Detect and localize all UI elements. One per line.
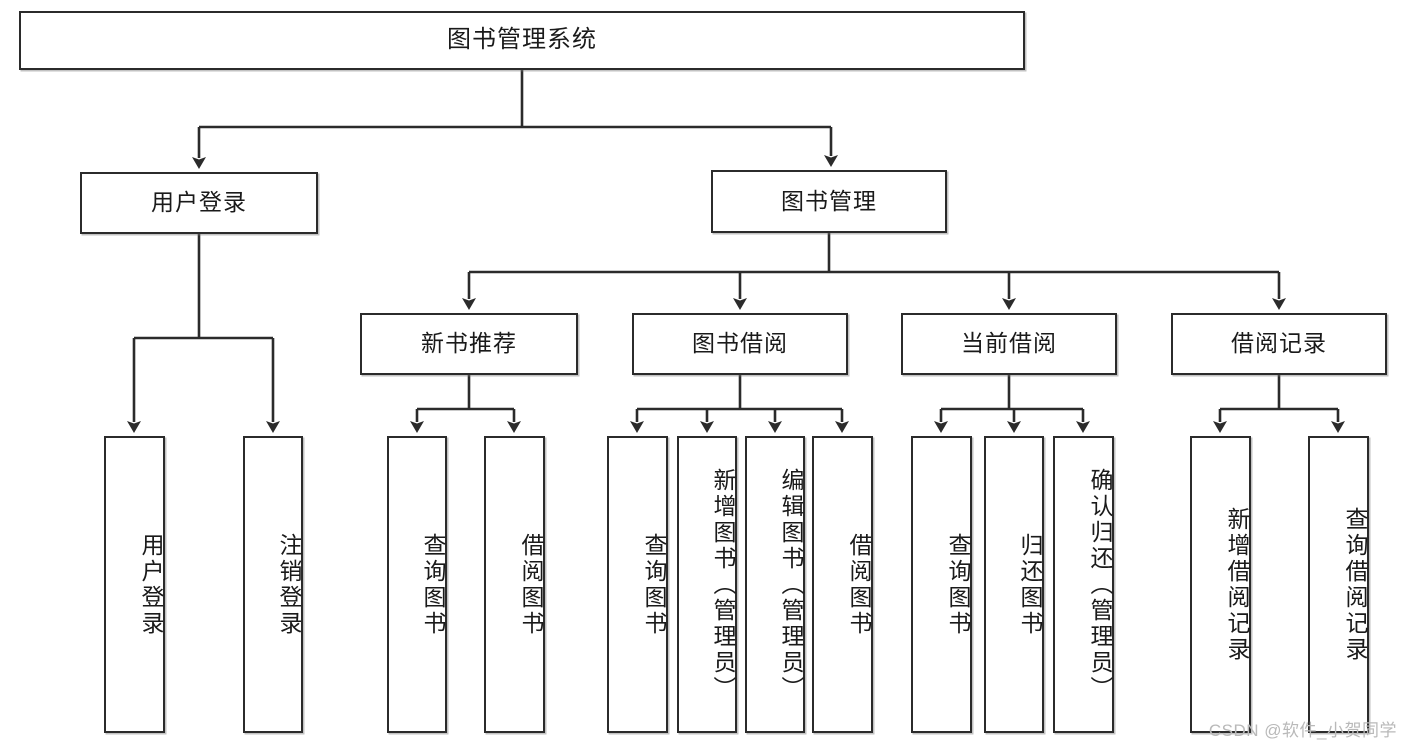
node-leaf-query-book-3-label: 查询图书 (945, 532, 971, 637)
node-borrow-record[interactable]: 借阅记录 (1171, 313, 1387, 375)
node-new-book-recommend[interactable]: 新书推荐 (360, 313, 578, 375)
node-leaf-query-book-1-label: 查询图书 (420, 532, 446, 637)
node-leaf-query-book-2[interactable]: 查询图书 (607, 436, 668, 733)
node-leaf-borrow-book-2-label: 借阅图书 (846, 532, 872, 637)
node-leaf-user-login[interactable]: 用户登录 (104, 436, 165, 733)
node-leaf-borrow-book-1-label: 借阅图书 (518, 532, 544, 637)
node-leaf-query-borrow-record-label: 查询借阅记录 (1342, 506, 1368, 663)
node-root-system[interactable]: 图书管理系统 (19, 11, 1025, 70)
node-leaf-return-book-label: 归还图书 (1017, 532, 1043, 637)
node-leaf-query-book-2-label: 查询图书 (641, 532, 667, 637)
node-leaf-add-book-admin[interactable]: 新增图书（管理员） (677, 436, 737, 733)
node-leaf-edit-book-admin[interactable]: 编辑图书（管理员） (745, 436, 805, 733)
node-user-login[interactable]: 用户登录 (80, 172, 318, 234)
node-root-label: 图书管理系统 (447, 26, 597, 54)
node-borrow-record-label: 借阅记录 (1231, 330, 1327, 357)
node-leaf-confirm-return-admin-label: 确认归还（管理员） (1087, 467, 1113, 702)
node-leaf-query-book-1[interactable]: 查询图书 (387, 436, 447, 733)
node-user-login-label: 用户登录 (151, 189, 247, 216)
node-leaf-borrow-book-1[interactable]: 借阅图书 (484, 436, 545, 733)
node-new-book-recommend-label: 新书推荐 (421, 330, 517, 357)
node-leaf-return-book[interactable]: 归还图书 (984, 436, 1044, 733)
node-leaf-user-logout[interactable]: 注销登录 (243, 436, 303, 733)
node-leaf-confirm-return-admin[interactable]: 确认归还（管理员） (1053, 436, 1114, 733)
watermark-text: CSDN @软件_小贺同学 (1208, 721, 1397, 740)
node-leaf-borrow-book-2[interactable]: 借阅图书 (812, 436, 873, 733)
node-book-manage[interactable]: 图书管理 (711, 170, 947, 233)
node-leaf-user-logout-label: 注销登录 (276, 532, 302, 637)
node-leaf-query-book-3[interactable]: 查询图书 (911, 436, 972, 733)
node-current-borrow-label: 当前借阅 (961, 330, 1057, 357)
node-leaf-edit-book-admin-label: 编辑图书（管理员） (778, 467, 804, 702)
node-book-manage-label: 图书管理 (781, 187, 877, 214)
node-leaf-add-borrow-record[interactable]: 新增借阅记录 (1190, 436, 1251, 733)
node-leaf-add-borrow-record-label: 新增借阅记录 (1224, 506, 1250, 663)
node-leaf-add-book-admin-label: 新增图书（管理员） (710, 467, 736, 702)
node-book-borrow[interactable]: 图书借阅 (632, 313, 848, 375)
node-book-borrow-label: 图书借阅 (692, 330, 788, 357)
node-current-borrow[interactable]: 当前借阅 (901, 313, 1117, 375)
node-leaf-user-login-label: 用户登录 (138, 532, 164, 637)
node-leaf-query-borrow-record[interactable]: 查询借阅记录 (1308, 436, 1369, 733)
